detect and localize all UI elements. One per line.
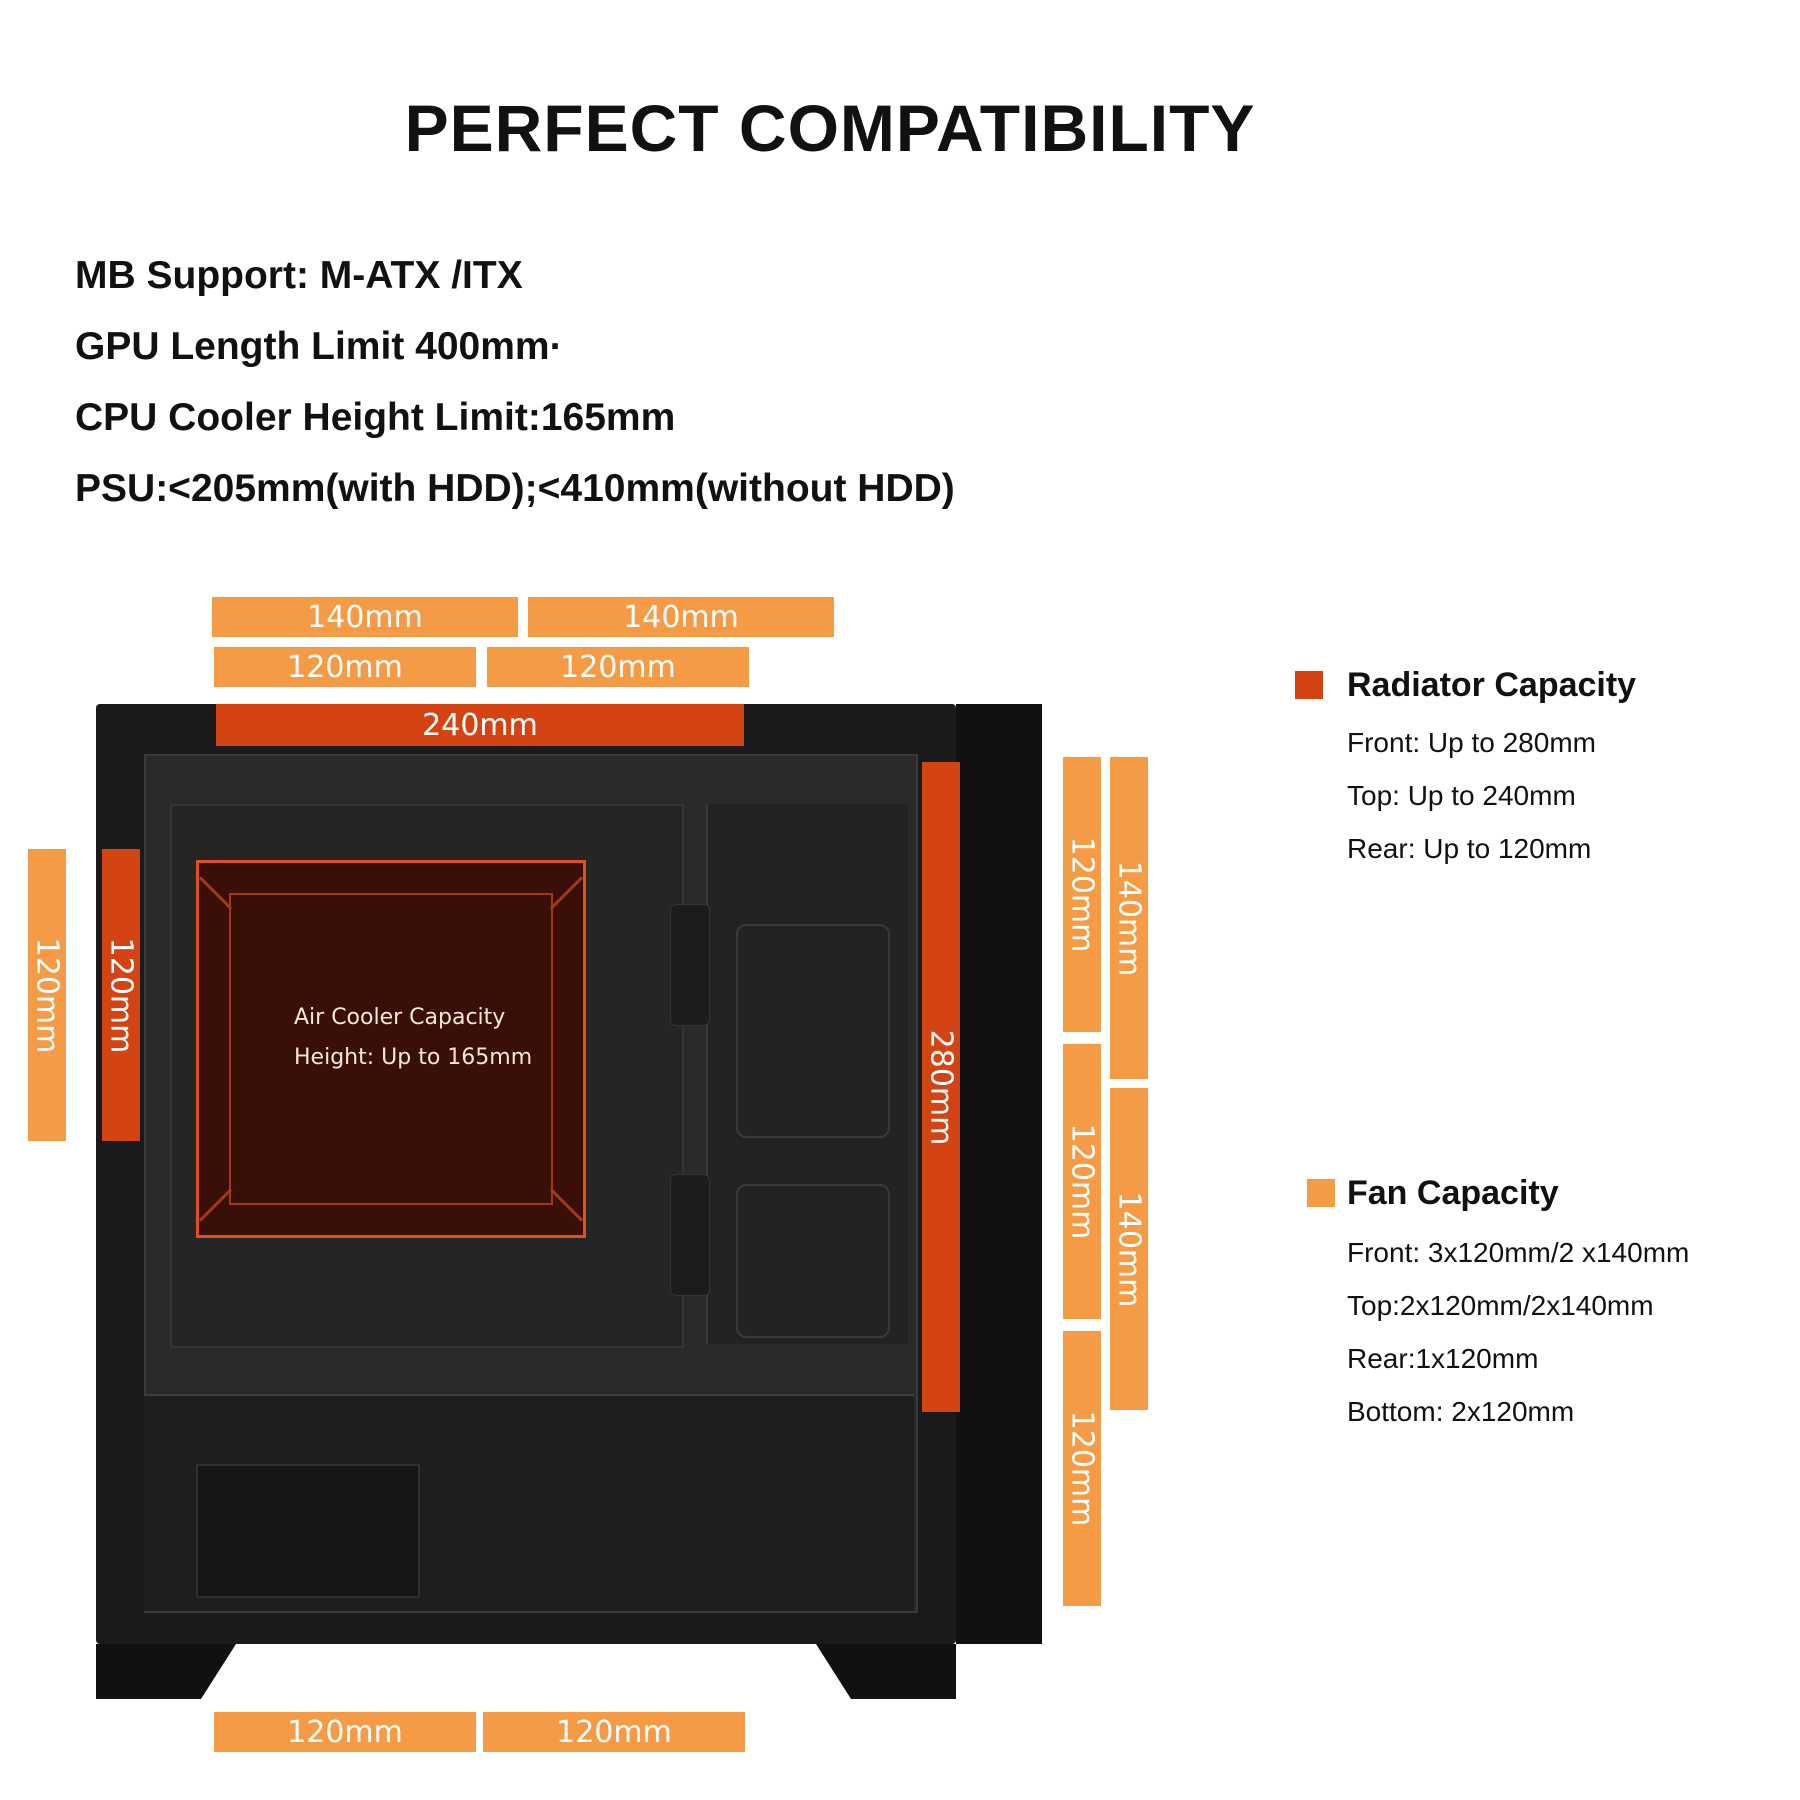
top-fan-120-label: 120mm (560, 649, 676, 685)
page-title: PERFECT COMPATIBILITY (404, 91, 1256, 165)
front-fan-140-label: 140mm (1111, 1191, 1147, 1307)
grommet-slot (670, 904, 710, 1026)
ssd-mount-plate (736, 1184, 890, 1338)
psu-opening (196, 1464, 420, 1598)
front-fan-120-bar: 120mm (1063, 1044, 1101, 1319)
cooler-inner-frame (229, 893, 553, 1205)
bottom-fan-120-bar: 120mm (483, 1712, 745, 1752)
frame-corner (549, 876, 583, 910)
spec-psu-length: PSU:<205mm(with HDD);<410mm(without HDD) (75, 467, 955, 510)
air-cooler-line2: Height: Up to 165mm (294, 1045, 533, 1070)
front-radiator-280-bar: 280mm (922, 762, 960, 1412)
top-radiator-240-label: 240mm (422, 707, 538, 743)
top-fan-120-bar: 120mm (214, 647, 476, 687)
radiator-legend-swatch (1295, 671, 1323, 699)
radiator-rear-capacity: Rear: Up to 120mm (1347, 833, 1592, 864)
radiator-front-capacity: Front: Up to 280mm (1347, 727, 1596, 758)
bottom-fan-120-label: 120mm (287, 1714, 403, 1750)
bottom-fan-120-label: 120mm (556, 1714, 672, 1750)
rear-fan-120-label: 120mm (29, 937, 65, 1053)
top-fan-140-bar: 140mm (212, 597, 518, 637)
case-foot-left (96, 1644, 236, 1699)
top-fan-140-label: 140mm (307, 599, 423, 635)
rear-radiator-120-label: 120mm (103, 937, 139, 1053)
bottom-fan-120-bar: 120mm (214, 1712, 476, 1752)
spec-mb-support: MB Support: M-ATX /ITX (75, 254, 523, 297)
air-cooler-line1: Air Cooler Capacity (294, 1005, 506, 1030)
air-cooler-zone: Air Cooler Capacity Height: Up to 165mm (196, 860, 586, 1238)
rear-radiator-120-bar: 120mm (102, 849, 140, 1141)
fan-bottom-capacity: Bottom: 2x120mm (1347, 1396, 1575, 1427)
radiator-top-capacity: Top: Up to 240mm (1347, 780, 1576, 811)
spec-list: MB Support: M-ATX /ITX GPU Length Limit … (75, 248, 955, 532)
radiator-legend-title: Radiator Capacity (1347, 666, 1637, 704)
fan-legend-title: Fan Capacity (1347, 1174, 1559, 1212)
top-fan-120-bar: 120mm (487, 647, 749, 687)
front-radiator-280-label: 280mm (923, 1029, 959, 1145)
air-cooler-caption: Air Cooler Capacity Height: Up to 165mm (294, 998, 532, 1078)
frame-corner (549, 1188, 583, 1222)
front-fan-120-bar: 120mm (1063, 1331, 1101, 1606)
fan-rear-capacity: Rear:1x120mm (1347, 1343, 1539, 1374)
front-fan-140-bar: 140mm (1110, 1088, 1148, 1410)
frame-corner (199, 876, 233, 910)
front-fan-120-label: 120mm (1064, 1123, 1100, 1240)
fan-top-capacity: Top:2x120mm/2x140mm (1347, 1290, 1654, 1321)
frame-corner (199, 1188, 233, 1222)
rear-fan-120-bar: 120mm (28, 849, 66, 1141)
cable-management-area (706, 804, 908, 1344)
spec-cpu-cooler-height: CPU Cooler Height Limit:165mm (75, 396, 676, 439)
case-front-panel (956, 704, 1042, 1644)
top-radiator-240-bar: 240mm (216, 704, 744, 746)
fan-front-capacity: Front: 3x120mm/2 x140mm (1347, 1237, 1690, 1268)
top-fan-140-label: 140mm (623, 599, 739, 635)
case-foot-right (816, 1644, 956, 1699)
front-fan-140-label: 140mm (1111, 860, 1147, 976)
ssd-mount-plate (736, 924, 890, 1138)
top-fan-120-label: 120mm (287, 649, 403, 685)
front-fan-120-label: 120mm (1064, 836, 1100, 953)
front-fan-120-bar: 120mm (1063, 757, 1101, 1032)
fan-legend-swatch (1307, 1179, 1335, 1207)
front-fan-120-label: 120mm (1064, 1410, 1100, 1527)
grommet-slot (670, 1174, 710, 1296)
front-fan-140-bar: 140mm (1110, 757, 1148, 1079)
spec-gpu-length: GPU Length Limit 400mm· (75, 325, 563, 368)
top-fan-140-bar: 140mm (528, 597, 834, 637)
